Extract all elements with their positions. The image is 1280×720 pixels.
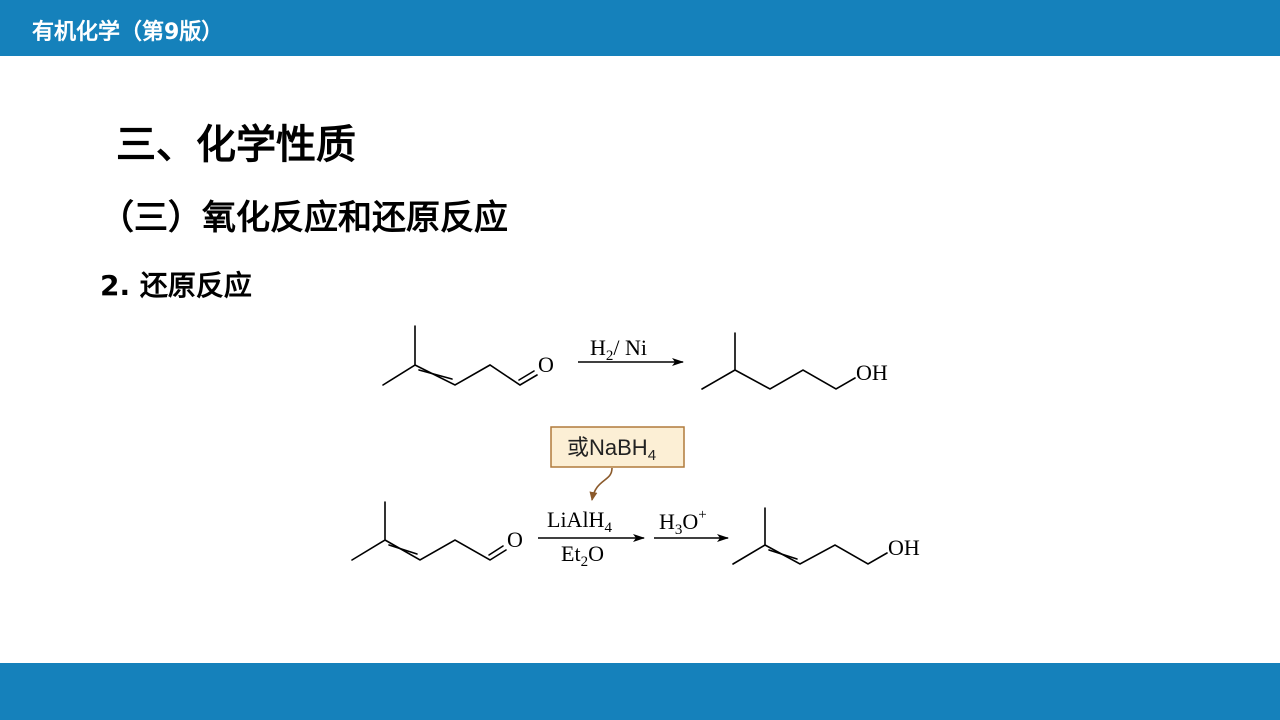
slide-heading: 三、化学性质 — [116, 122, 356, 168]
reaction2-reactant-oxygen: O — [507, 527, 523, 552]
slide-subheading: （三）氧化反应和还原反应 — [100, 198, 508, 238]
reaction1-reagent: H2/ Ni — [590, 335, 647, 364]
nabh4-callout-arrow — [589, 467, 613, 501]
header-bar: 有机化学（第9版） — [0, 0, 1280, 56]
reaction2-step2-reagent: H3O+ — [659, 507, 707, 538]
reaction2-reactant-structure — [351, 501, 507, 561]
reaction1-product-hydroxyl: OH — [856, 360, 888, 385]
footer-bar — [0, 663, 1280, 720]
reaction1-product-structure — [701, 332, 856, 390]
nabh4-callout: 或NaBH4 — [550, 426, 685, 501]
reaction2-reagent-bottom: Et2O — [561, 541, 604, 570]
reaction1-reactant-structure — [382, 325, 538, 386]
section-title: 2. 还原反应 — [100, 269, 252, 302]
reaction-scheme: O H2/ Ni OH 或NaBH4 O LiAlH4 Et2O H3O+ OH — [351, 325, 920, 570]
course-title: 有机化学（第9版） — [32, 20, 224, 45]
nabh4-callout-text: 或NaBH4 — [567, 435, 656, 464]
reaction2-product-structure — [732, 507, 888, 565]
reaction2-reagent-top: LiAlH4 — [547, 507, 612, 536]
reaction2-product-hydroxyl: OH — [888, 535, 920, 560]
reaction1-reactant-oxygen: O — [538, 352, 554, 377]
